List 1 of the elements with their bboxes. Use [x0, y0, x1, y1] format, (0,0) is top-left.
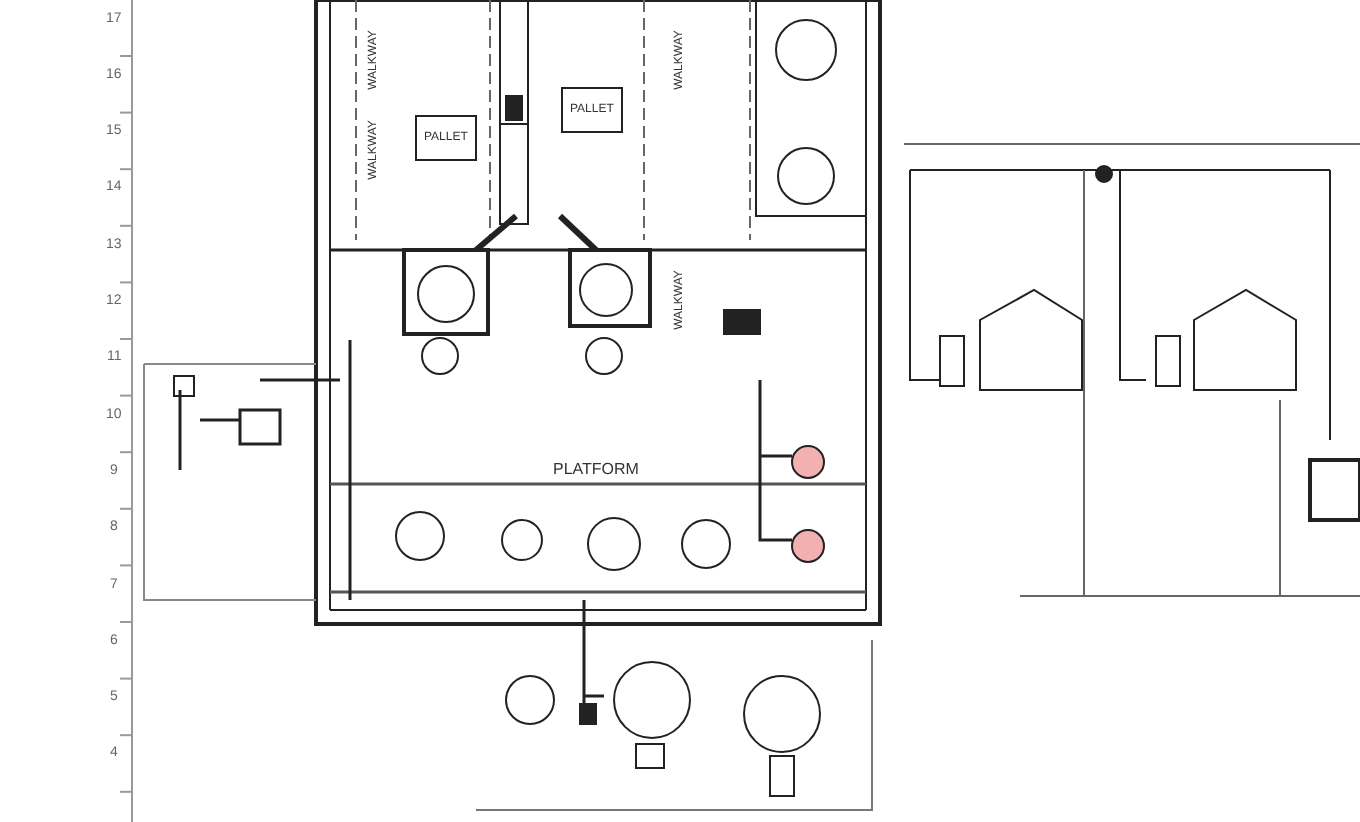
area-label: PLATFORM [553, 462, 639, 478]
